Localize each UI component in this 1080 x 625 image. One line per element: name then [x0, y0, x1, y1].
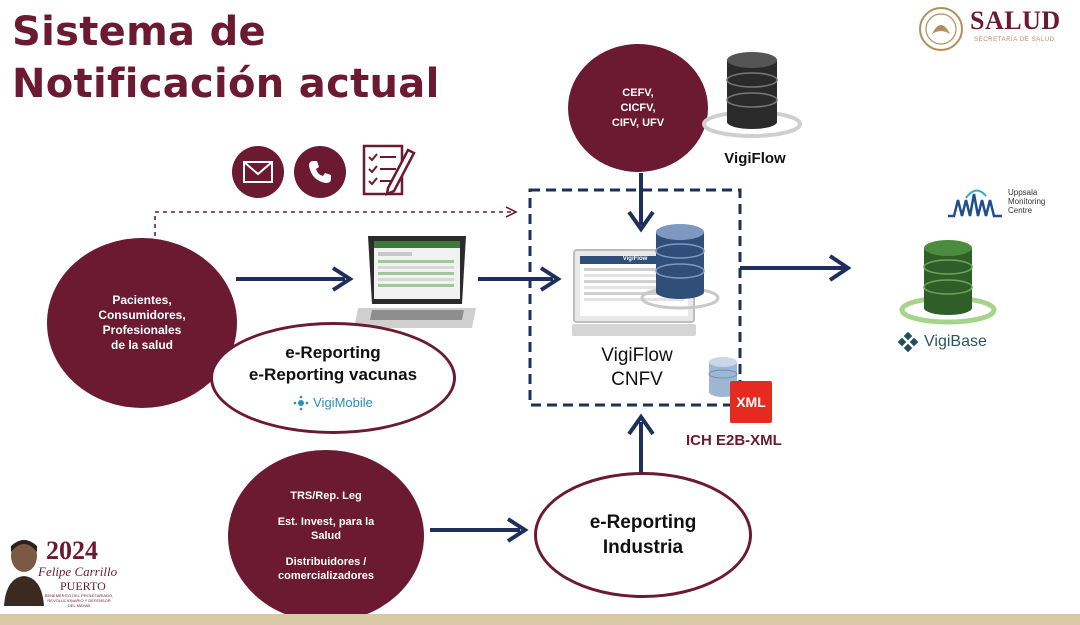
portrait-icon [4, 540, 44, 606]
industry-item-2b: Salud [311, 530, 341, 542]
ereporting-industry-ellipse: e-Reporting Industria [534, 472, 752, 598]
badge-sub-2: REVOLUCIONARIO Y DEFENSOR [47, 598, 111, 603]
title-line-1: Sistema de [12, 9, 266, 55]
national-centres-circle: CEFV, CICFV, CIFV, UFV [568, 44, 708, 172]
top-circle-line: CICFV, [620, 101, 656, 114]
salud-logo: SALUD SECRETARÍA DE SALUD [918, 4, 1078, 54]
logo-sub-text: SECRETARÍA DE SALUD [974, 37, 1055, 43]
center-database-icon [640, 224, 720, 310]
badge-place: PUERTO [60, 579, 106, 593]
arrow-ereporting-center-head [627, 413, 655, 436]
vigimobile-brand: VigiMobile [293, 392, 373, 414]
patients-line: Pacientes, [112, 293, 172, 307]
umc-text: Uppsala Monitoring Centre [1008, 188, 1045, 215]
mail-icon [232, 146, 284, 198]
vigiflow-dashed-box [528, 188, 742, 407]
patients-circle: Pacientes, Consumidores, Profesionales d… [47, 238, 237, 408]
vigimobile-label: VigiMobile [313, 395, 373, 410]
xml-badge: XML [730, 381, 772, 423]
industry-item-1: TRS/Rep. Leg [290, 490, 362, 502]
ich-label: ICH E2B-XML [686, 432, 782, 449]
ereporting-ellipse: e-Reporting e-Reporting vacunas VigiMobi… [210, 322, 456, 434]
monitor-screen-title: VigiFlow [622, 256, 648, 262]
umc-line-1: Uppsala [1008, 188, 1038, 197]
center-line-2: CNFV [611, 369, 663, 390]
footer-band [0, 614, 1080, 625]
badge-2024: 2024 Felipe Carrillo PUERTO BENEMÉRITO D… [2, 530, 122, 612]
title-line-2: Notificación actual [12, 61, 440, 107]
industry-circle: TRS/Rep. Leg Est. Invest, para la Salud … [228, 450, 424, 622]
arrow-industry-ereporting-head [506, 517, 529, 543]
badge-sub-1: BENEMÉRITO DEL PROLETARIADO, [44, 593, 114, 598]
patients-line: Profesionales [102, 323, 182, 337]
vigimobile-icon [293, 395, 309, 411]
umc-line-3: Centre [1008, 206, 1033, 215]
vigibase-brand: VigiBase [898, 332, 987, 352]
arrow-top-center-head [627, 210, 655, 233]
vigibase-icon [898, 332, 918, 352]
badge-year: 2024 [46, 536, 98, 565]
umc-icon [948, 189, 1002, 218]
top-circle-line: CIFV, UFV [611, 116, 665, 129]
vigiflow-label: VigiFlow [724, 150, 786, 167]
badge-name: Felipe Carrillo [38, 564, 118, 579]
eagle-seal-icon [919, 7, 963, 51]
arrow-laptop-center-head [539, 266, 562, 292]
dashed-connector-arrowhead [505, 206, 518, 218]
umc-line-2: Monitoring [1008, 197, 1046, 206]
phone-icon [294, 146, 346, 198]
badge-sub-3: DEL MAYAB [67, 603, 91, 608]
vigiflow-database-icon [702, 52, 802, 138]
center-line-1: VigiFlow [601, 345, 673, 366]
slide-title: Sistema de Notificación actual [12, 6, 440, 110]
small-database-icon [708, 357, 738, 397]
patients-line: Consumidores, [98, 308, 186, 322]
industry-item-2a: Est. Invest, para la [277, 516, 375, 528]
ereporting-line-2: e-Reporting vacunas [248, 365, 418, 384]
patients-line: de la salud [110, 338, 174, 352]
industry-item-3a: Distribuidores / [285, 556, 367, 568]
umc-logo: Uppsala Monitoring Centre [946, 186, 1066, 226]
industry-ellipse-line-2: Industria [602, 537, 684, 558]
vigibase-database-icon [899, 240, 997, 325]
arrow-patients-laptop-head [331, 266, 354, 292]
vigibase-label: VigiBase [924, 333, 987, 350]
ereporting-line-1: e-Reporting [285, 343, 381, 362]
logo-main-text: SALUD [970, 6, 1061, 35]
top-circle-line: CEFV, [622, 86, 654, 99]
form-icon [362, 144, 416, 197]
badge-sub: BENEMÉRITO DEL PROLETARIADO, REVOLUCIONA… [44, 593, 114, 608]
arrow-center-vigibase-head [828, 254, 852, 282]
industry-item-3b: comercializadores [278, 570, 374, 582]
center-label: VigiFlow CNFV [572, 344, 702, 392]
xml-badge-text: XML [736, 394, 766, 410]
laptop-icon [354, 236, 476, 328]
industry-ellipse-line-1: e-Reporting [589, 512, 697, 533]
